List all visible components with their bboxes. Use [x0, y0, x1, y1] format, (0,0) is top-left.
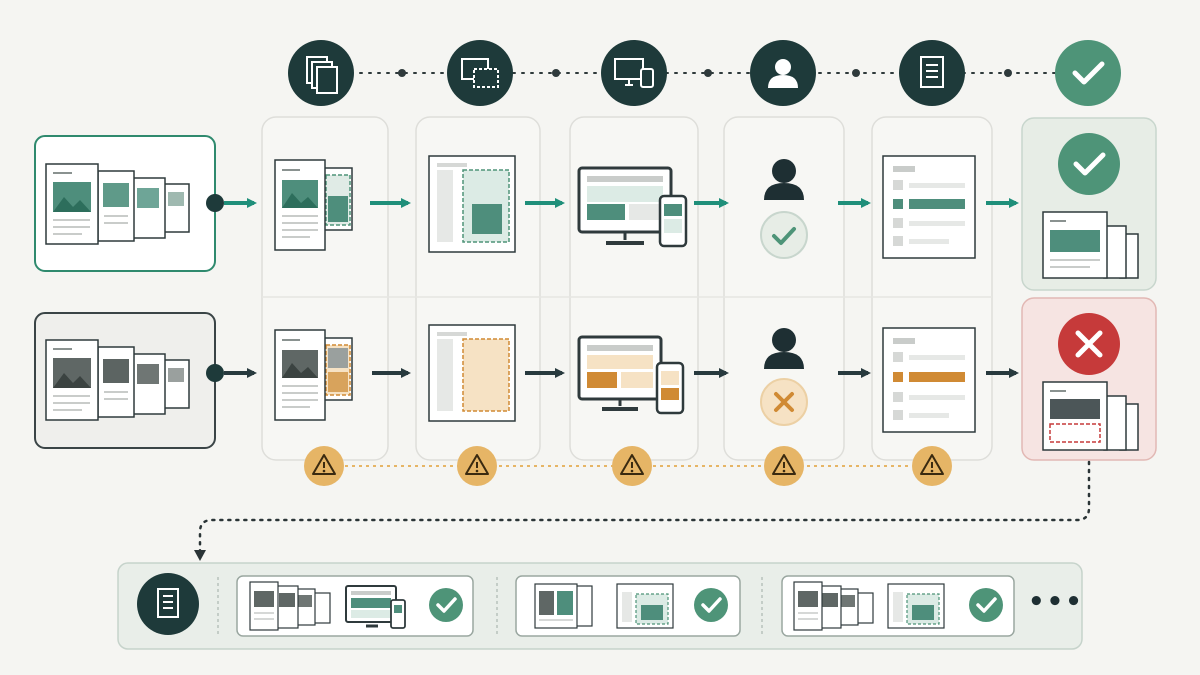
summary-card: [781, 575, 1015, 637]
stage4-failure: [760, 328, 808, 426]
check-icon: [969, 588, 1003, 622]
success-result-panel: [1021, 117, 1157, 291]
failure-row: [34, 297, 1157, 461]
document-text-icon: [137, 573, 199, 635]
failure-result-panel: [1021, 297, 1157, 461]
stage3-success: [577, 166, 688, 248]
user-icon: [750, 40, 816, 106]
stage5-failure: [882, 327, 976, 433]
warning-icon: [912, 446, 952, 486]
stage-icon-bar: [288, 40, 1121, 106]
multi-frame-icon: [447, 40, 513, 106]
check-icon: [429, 588, 463, 622]
source-documents-failure: [34, 312, 216, 449]
warning-icon: [764, 446, 804, 486]
summary-card: [515, 575, 741, 637]
stage5-success: [882, 155, 976, 259]
warning-icon: [304, 446, 344, 486]
warning-icon: [612, 446, 652, 486]
stage4-success: [760, 159, 808, 259]
summary-card: [236, 575, 474, 637]
check-icon: [760, 211, 808, 259]
stage1-success: [274, 159, 353, 251]
stage1-failure: [274, 329, 353, 421]
stage2-failure: [428, 324, 516, 422]
success-row: [34, 117, 1157, 291]
devices-icon: [601, 40, 667, 106]
more-items-indicator[interactable]: •••: [1028, 587, 1084, 617]
summary-bar: [117, 562, 1083, 650]
stage3-failure: [577, 335, 685, 415]
check-icon: [694, 588, 728, 622]
warning-icon: [457, 446, 497, 486]
feedback-connector: [198, 460, 1091, 554]
source-documents-success: [34, 135, 216, 272]
documents-stack-icon: [288, 40, 354, 106]
cross-icon: [760, 378, 808, 426]
stage2-success: [428, 155, 516, 253]
document-text-icon: [899, 40, 965, 106]
cross-icon: [1058, 313, 1120, 375]
check-icon: [1055, 40, 1121, 106]
warning-row: [304, 446, 952, 486]
check-icon: [1058, 133, 1120, 195]
